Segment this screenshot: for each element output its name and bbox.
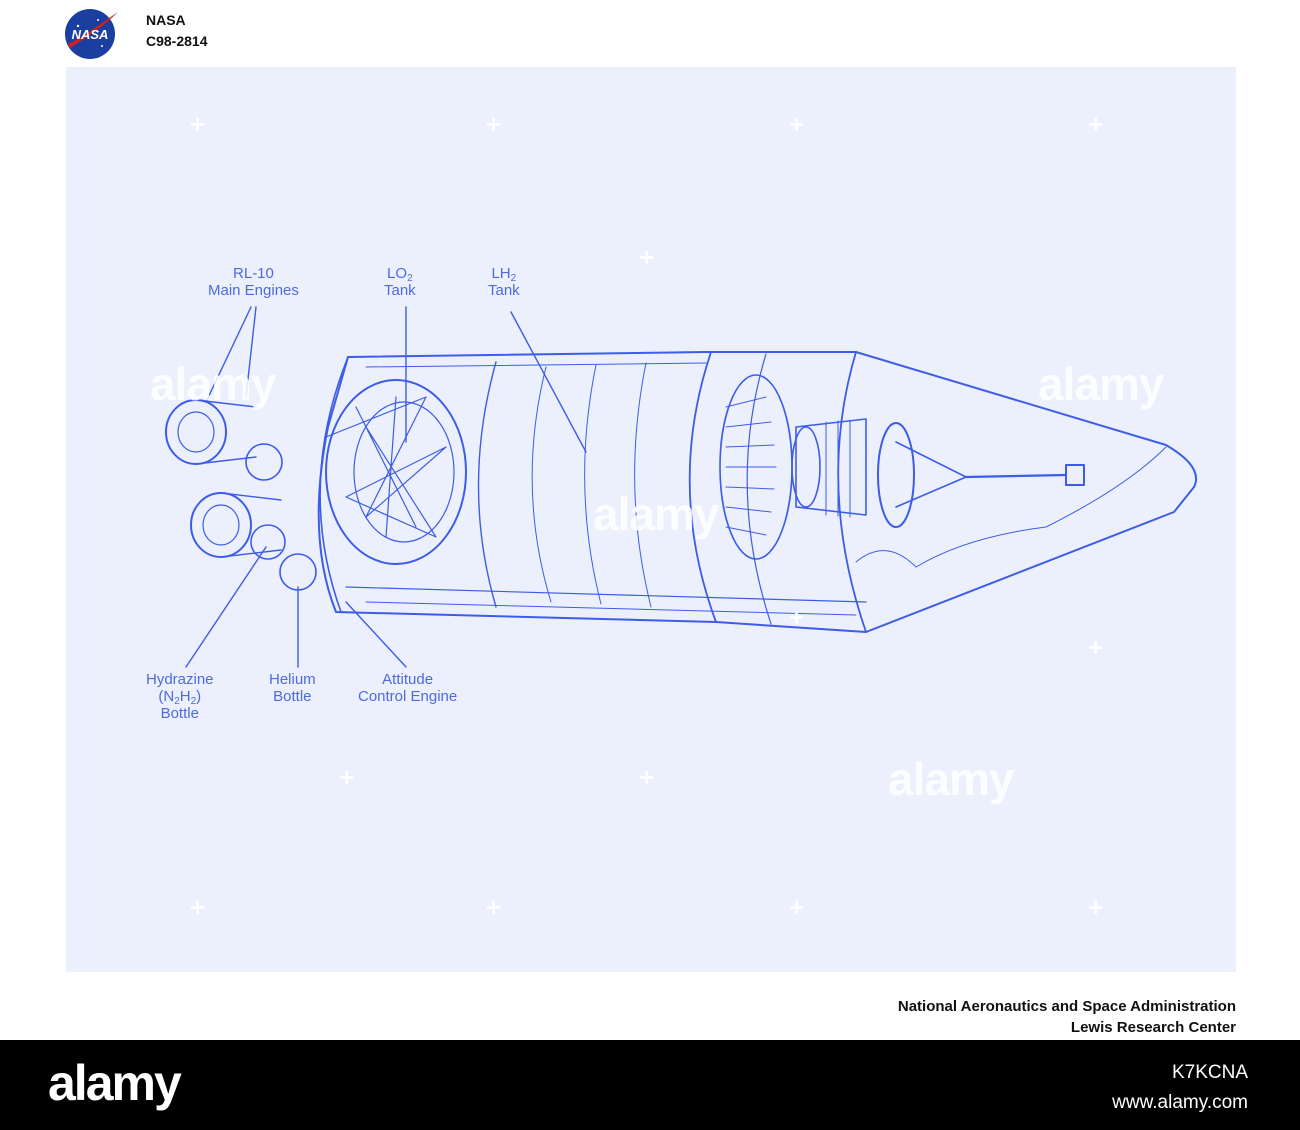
watermark-plus-icon: + (789, 602, 805, 632)
helium-bottle (279, 553, 317, 591)
nasa-logo-icon: NASA (65, 9, 118, 59)
payload-fins (825, 419, 851, 518)
stage-seam (477, 361, 497, 608)
watermark-plus-icon: + (1088, 632, 1104, 662)
watermark-plus-icon: + (789, 109, 805, 139)
stage-seam (688, 351, 717, 623)
label-lh2-tank: LH2 Tank (488, 265, 520, 299)
watermark-plus-icon: + (339, 762, 355, 792)
stage-seam (319, 356, 349, 613)
skin-line (345, 586, 867, 603)
watermark-plus-icon: + (1088, 892, 1104, 922)
footer-line-1: National Aeronautics and Space Administr… (897, 998, 1236, 1015)
watermark-text: alamy (1038, 358, 1164, 410)
tank-band (531, 366, 552, 603)
watermark-plus-icon: + (639, 762, 655, 792)
leader-line-rl10 (205, 306, 257, 403)
svg-text:NASA: NASA (72, 27, 109, 42)
label-lo2-tank: LO2 Tank (384, 265, 416, 299)
diagram-panel: alamy alamy alamy alamy + + + + + + + + … (66, 67, 1236, 972)
watermark-text: alamy (150, 358, 276, 410)
label-attitude-control-engine: Attitude Control Engine (358, 671, 458, 705)
rl10-engine-lower (190, 492, 252, 558)
engine-body (220, 492, 282, 558)
stage-seam (837, 351, 867, 633)
watermark-plus-icon: + (190, 892, 206, 922)
leader-line-attitude (345, 601, 407, 668)
watermark-plus-icon: + (789, 892, 805, 922)
header-text: NASA C98-2814 (146, 10, 208, 52)
thrust-struts (325, 396, 447, 538)
watermark-text: alamy (888, 753, 1014, 805)
photo-id: C98-2814 (146, 33, 208, 49)
lo2-tank-dome (325, 379, 467, 565)
probe-module (1065, 464, 1085, 486)
image-id: K7KCNA (1171, 1062, 1248, 1083)
rl10-engine-upper-inner (177, 411, 215, 453)
site-url: www.alamy.com (1112, 1092, 1248, 1113)
watermark-plus-icon: + (639, 242, 655, 272)
tank-band (584, 364, 602, 605)
rl10-engine-lower-inner (202, 504, 240, 546)
dish (877, 422, 915, 528)
rocket-cutaway-diagram (165, 306, 1197, 668)
payload-front (791, 426, 821, 508)
dish-cone (895, 441, 967, 508)
leader-line-hydrazine (185, 546, 267, 668)
lo2-tank-inner (353, 401, 455, 543)
label-helium-bottle: Helium Bottle (269, 671, 316, 705)
fairing-inner (855, 446, 1167, 568)
leader-line-lh2 (510, 311, 587, 453)
adapter-ribs (725, 396, 777, 536)
watermark-plus-icon: + (190, 109, 206, 139)
watermark-bar: alamy K7KCNA www.alamy.com (0, 1040, 1300, 1130)
tank-band (634, 362, 652, 608)
footer-credit: National Aeronautics and Space Administr… (898, 996, 1236, 1038)
header: NASA NASA C98-2814 (62, 4, 362, 64)
stock-info: K7KCNA www.alamy.com (1112, 1058, 1248, 1118)
skin-line (365, 362, 707, 368)
footer-line-2: Lewis Research Center (1070, 1019, 1236, 1036)
hydrazine-bottle (250, 524, 286, 560)
label-hydrazine-bottle: Hydrazine (N2H2) Bottle (146, 671, 214, 722)
label-rl10-main-engines: RL-10 Main Engines (208, 265, 299, 299)
watermark-plus-icon: + (486, 892, 502, 922)
watermark-text: alamy (593, 488, 719, 540)
alamy-logo: alamy (48, 1055, 182, 1111)
watermark-plus-icon: + (1088, 109, 1104, 139)
payload-cylinder (795, 418, 867, 516)
watermark-plus-icon: + (486, 109, 502, 139)
engine-tank (245, 443, 283, 481)
antenna-boom (964, 473, 1068, 479)
org-name: NASA (146, 12, 186, 28)
skin-line (365, 601, 857, 616)
